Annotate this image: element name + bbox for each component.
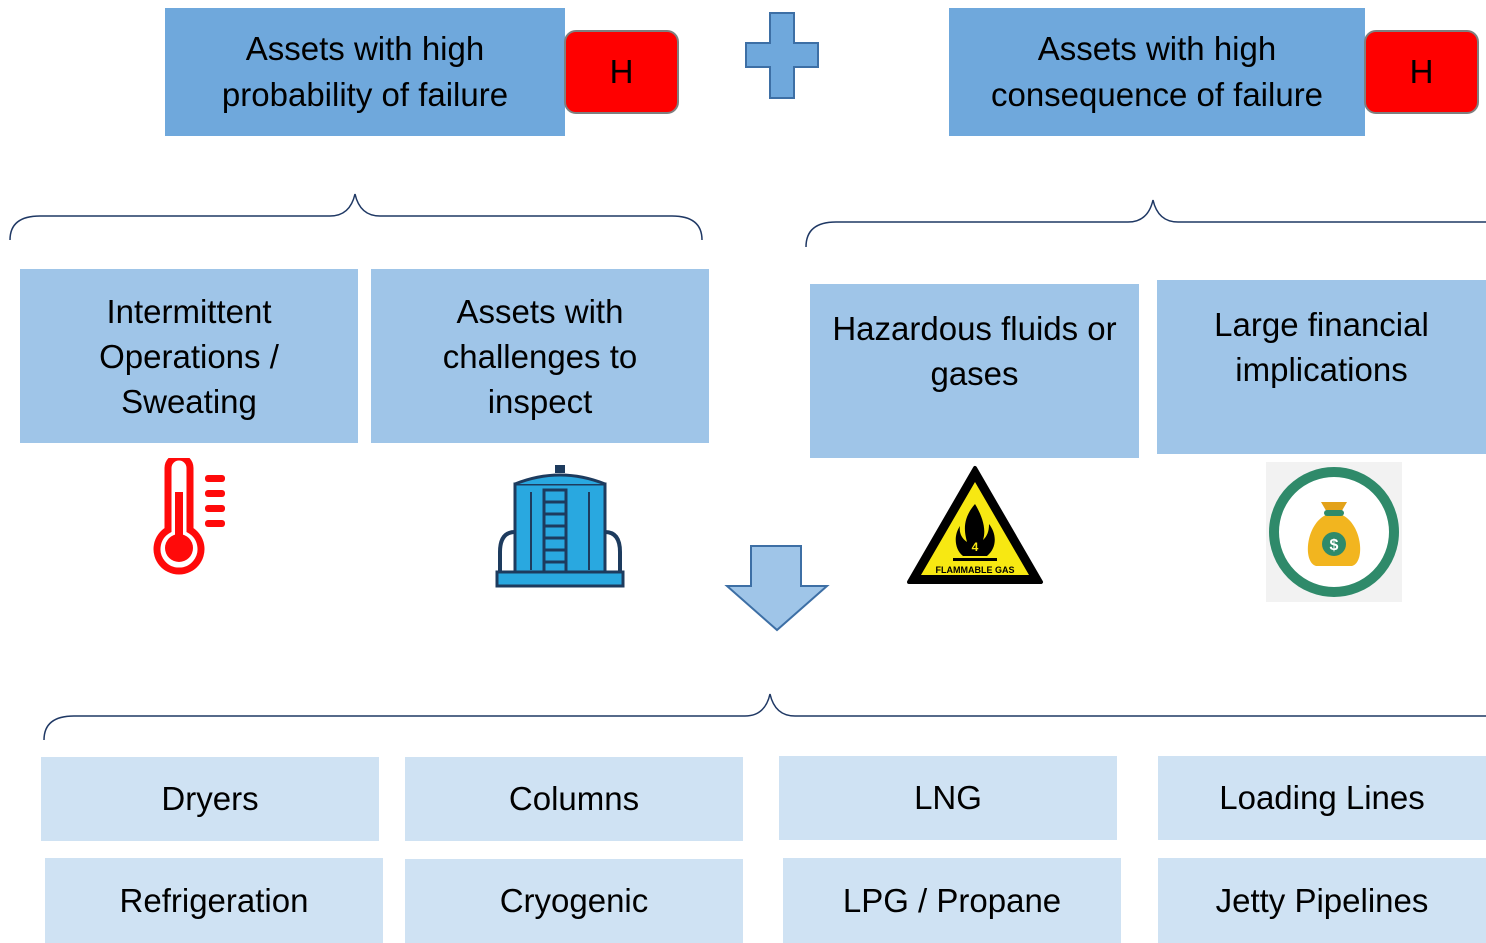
consequence-of-failure-box: Assets with high consequence of failure: [949, 8, 1365, 136]
flammable-sign-number: 4: [972, 540, 979, 554]
asset-cryogenic: Cryogenic: [405, 859, 743, 943]
asset-loading-lines: Loading Lines: [1158, 756, 1486, 840]
factor-intermittent-operations: Intermittent Operations / Sweating: [20, 269, 358, 443]
flammable-gas-warning-icon: 4 FLAMMABLE GAS: [907, 466, 1043, 584]
bottom-brace: [43, 693, 1486, 741]
asset-jetty-pipelines: Jetty Pipelines: [1158, 858, 1486, 943]
factor-hazardous-fluids: Hazardous fluids or gases: [810, 284, 1139, 458]
down-arrow-icon: [724, 545, 830, 632]
left-top-brace: [9, 193, 703, 241]
thermometer-icon: [153, 458, 225, 575]
factor-financial-implications: Large financial implications: [1157, 280, 1486, 454]
svg-text:$: $: [1330, 537, 1339, 554]
asset-lng: LNG: [779, 756, 1117, 840]
right-top-brace: [805, 199, 1486, 248]
asset-lpg-propane: LPG / Propane: [783, 858, 1121, 943]
asset-columns: Columns: [405, 757, 743, 841]
probability-rating-badge: H: [564, 30, 679, 114]
consequence-of-failure-label: Assets with high consequence of failure: [990, 30, 1324, 113]
plus-icon: [745, 12, 819, 99]
storage-tank-icon: [495, 465, 625, 588]
asset-refrigeration: Refrigeration: [45, 858, 383, 943]
probability-of-failure-label: Assets with high probability of failure: [221, 30, 509, 113]
consequence-rating-badge: H: [1364, 30, 1479, 114]
probability-of-failure-box: Assets with high probability of failure: [165, 8, 565, 136]
money-bag-icon: $: [1266, 462, 1402, 602]
flammable-sign-text: FLAMMABLE GAS: [936, 565, 1015, 575]
factor-inspection-challenges: Assets with challenges to inspect: [371, 269, 709, 443]
asset-dryers: Dryers: [41, 757, 379, 841]
